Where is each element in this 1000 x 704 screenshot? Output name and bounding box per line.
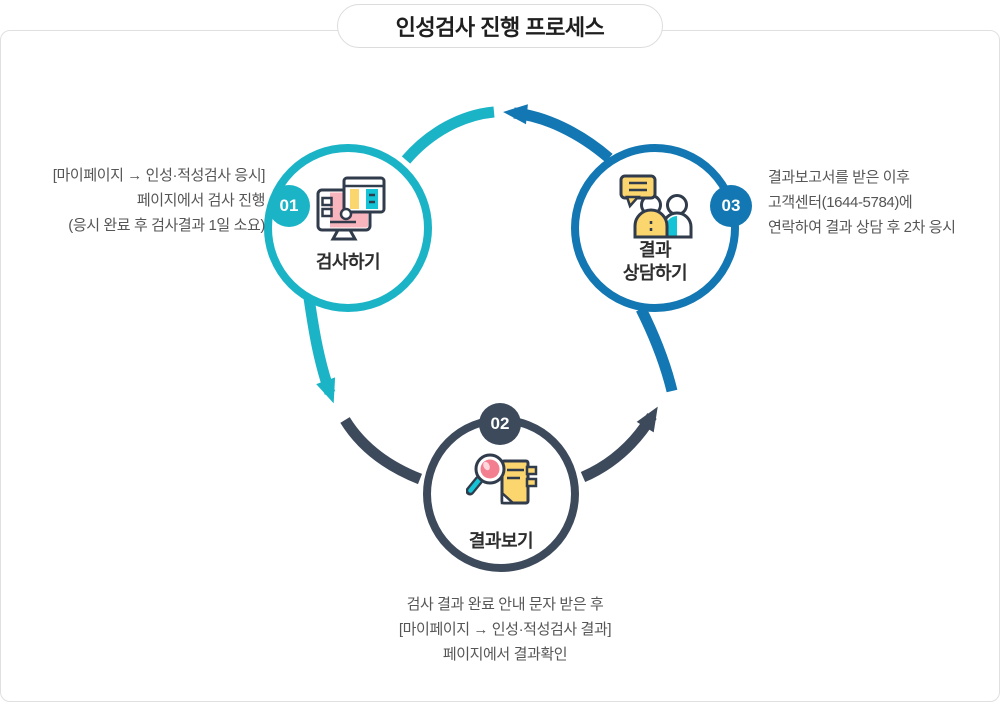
monitor-test-icon (310, 176, 386, 247)
step2-desc-line: [마이페이지 → 인성·적성검사 결과] (398, 621, 612, 638)
step3-number-badge: 03 (710, 185, 752, 227)
step2-desc-line: 검사 결과 완료 안내 문자 받은 후 (406, 596, 604, 613)
step1-label: 검사하기 (315, 252, 381, 272)
people-consult-icon (617, 174, 697, 245)
step3-desc-line: 고객센터(1644-5784)에 (768, 194, 913, 211)
step1-desc-line: 페이지에서 검사 진행 (136, 192, 266, 209)
arc-into-step2 (340, 417, 423, 485)
step3-label: 결과 상담하기 (595, 239, 715, 285)
step2-label: 결과보기 (468, 531, 534, 551)
arrow-step3-to-top (503, 104, 613, 163)
step2-description: 검사 결과 완료 안내 문자 받은 후 [마이페이지 → 인성·적성검사 결과]… (300, 592, 710, 667)
step3-desc-line: 결과보고서를 받은 이후 (768, 169, 910, 186)
page-title: 인성검사 진행 프로세스 (395, 15, 605, 40)
arc-top-to-step1 (401, 106, 495, 164)
step3-desc-line: 연락하여 결과 상담 후 2차 응시 (768, 219, 956, 236)
step3-label-line2: 상담하기 (622, 263, 688, 283)
magnifier-document-icon (465, 449, 542, 520)
step1-description: [마이페이지 → 인성·적성검사 응시] 페이지에서 검사 진행 (응시 완료 … (10, 163, 266, 238)
step2-desc-line: 페이지에서 결과확인 (442, 646, 568, 663)
step2-number-badge: 02 (479, 403, 521, 445)
step1-number-badge: 01 (268, 185, 310, 227)
title-pill: 인성검사 진행 프로세스 (337, 4, 663, 48)
step3-description: 결과보고서를 받은 이후 고객센터(1644-5784)에 연락하여 결과 상담… (768, 165, 998, 240)
step2-number: 02 (490, 414, 510, 433)
step1-desc-line: [마이페이지 → 인성·적성검사 응시] (52, 167, 266, 184)
arrow-step2-to-step3 (580, 406, 658, 483)
step3-label-line1: 결과 (638, 240, 672, 260)
arc-into-step3 (636, 306, 678, 393)
arrow-step1-to-step2 (303, 297, 336, 404)
step1-number: 01 (279, 196, 299, 215)
step3-number: 03 (721, 196, 741, 215)
step1-desc-line: (응시 완료 후 검사결과 1일 소요) (68, 217, 265, 234)
